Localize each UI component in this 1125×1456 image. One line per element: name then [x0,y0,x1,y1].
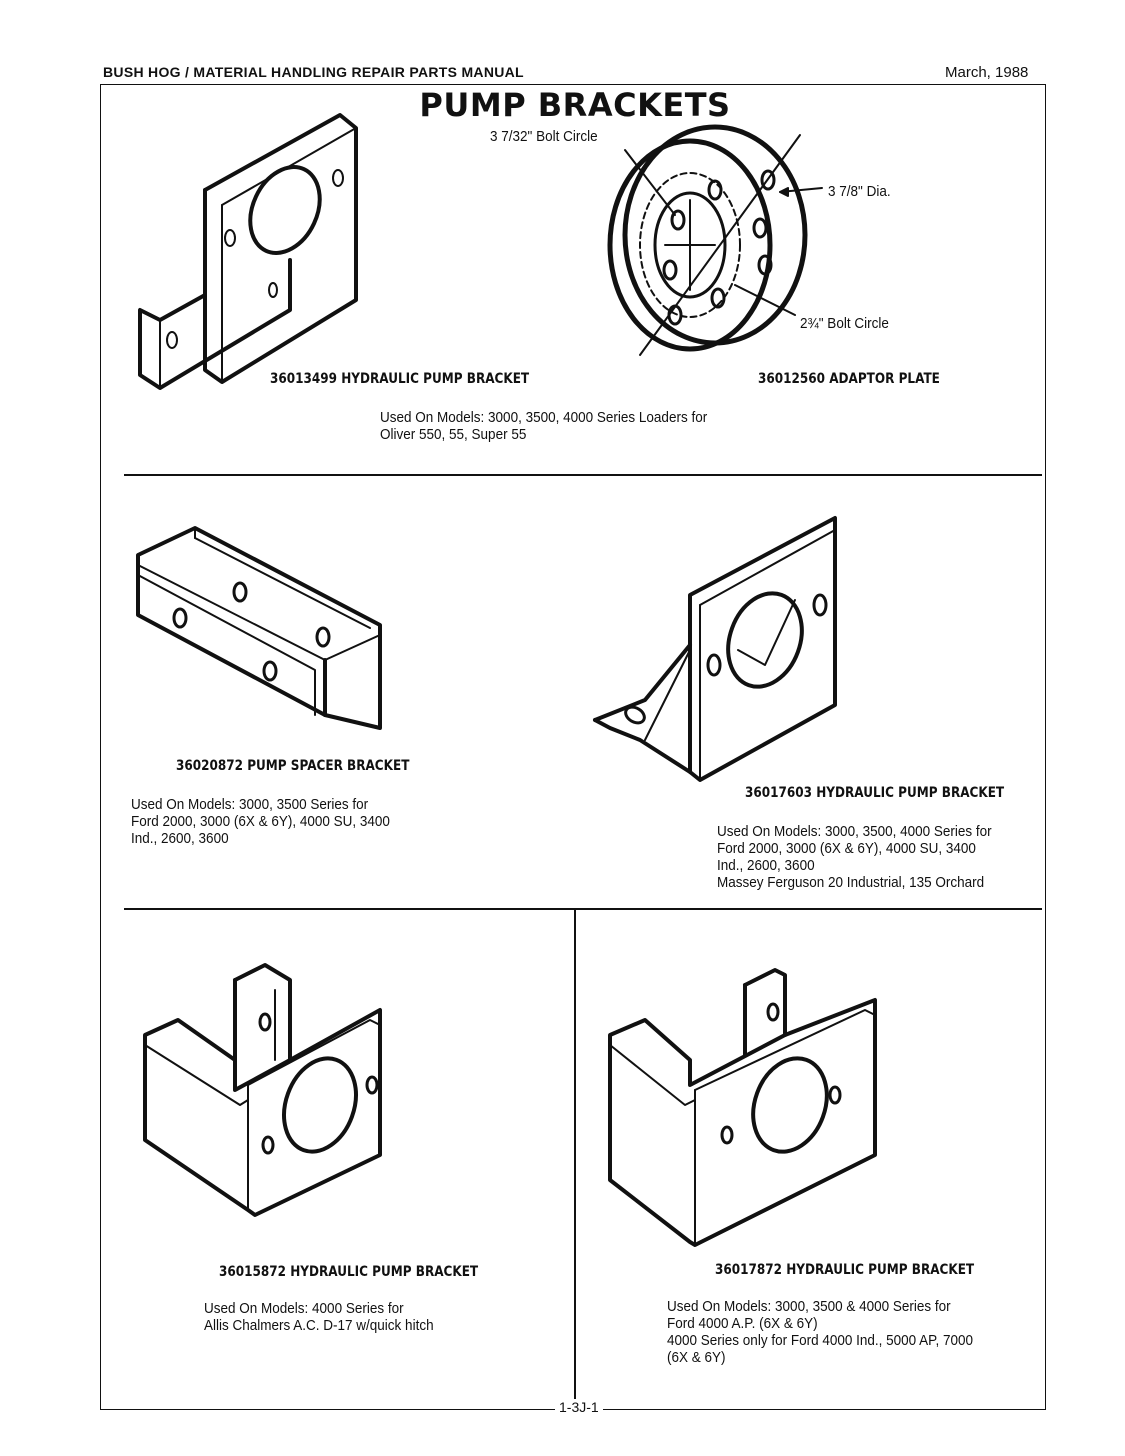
part-label-36012560: 36012560 ADAPTOR PLATE [758,371,940,387]
used-on-line: 4000 Series only for Ford 4000 Ind., 500… [667,1332,973,1349]
part-label-36017603: 36017603 HYDRAULIC PUMP BRACKET [745,785,1005,801]
used-on-line: Used On Models: 3000, 3500, 4000 Series … [380,409,708,426]
used-on-line: Used On Models: 3000, 3500 & 4000 Series… [667,1298,951,1315]
page-number: 1-3J-1 [555,1399,603,1415]
used-on-line: Ford 2000, 3000 (6X & 6Y), 4000 SU, 3400 [131,813,390,830]
top-used-on-text: Used On Models: 3000, 3500, 4000 Series … [380,409,707,443]
l-bracket-drawing [138,113,358,390]
used-on-line: Used On Models: 3000, 3500, 4000 Series … [717,823,992,840]
bolt-circle-callout-2: 2¾" Bolt Circle [800,315,889,332]
section-divider-vertical [574,908,576,1408]
manual-date: March, 1988 [945,64,1029,81]
u-bracket-drawing [608,968,877,1247]
spacer-bracket-drawing [136,526,382,730]
used-on-line: Used On Models: 3000, 3500 Series for [131,796,369,813]
used-on-line: Massey Ferguson 20 Industrial, 135 Orcha… [717,874,985,891]
page-title: PUMP BRACKETS [419,86,731,124]
section-divider-1 [124,474,1042,476]
u-bracket-drawing [143,963,382,1217]
used-on-line: Used On Models: 4000 Series for [204,1300,404,1317]
adaptor-plate-drawing [607,124,823,356]
used-on-line: Oliver 550, 55, Super 55 [380,426,527,443]
gusset-bracket-drawing [593,516,837,782]
diameter-callout: 3 7/8" Dia. [828,183,891,200]
used-on-line: Ford 2000, 3000 (6X & 6Y), 4000 SU, 3400 [717,840,976,857]
used-on-line: (6X & 6Y) [667,1349,726,1366]
used-on-36017872: Used On Models: 3000, 3500 & 4000 Series… [667,1298,973,1366]
used-on-line: Ford 4000 A.P. (6X & 6Y) [667,1315,818,1332]
used-on-36017603: Used On Models: 3000, 3500, 4000 Series … [717,823,992,891]
manual-title: BUSH HOG / MATERIAL HANDLING REPAIR PART… [103,64,524,80]
used-on-line: Ind., 2600, 3600 [717,857,815,874]
used-on-36015872: Used On Models: 4000 Series for Allis Ch… [204,1300,434,1334]
used-on-36020872: Used On Models: 3000, 3500 Series for Fo… [131,796,390,847]
part-label-36015872: 36015872 HYDRAULIC PUMP BRACKET [219,1264,479,1280]
part-label-36017872: 36017872 HYDRAULIC PUMP BRACKET [715,1262,975,1278]
part-label-36013499: 36013499 HYDRAULIC PUMP BRACKET [270,371,530,387]
used-on-line: Ind., 2600, 3600 [131,830,229,847]
bolt-circle-callout-1: 3 7/32" Bolt Circle [490,128,598,145]
part-label-36020872: 36020872 PUMP SPACER BRACKET [176,758,410,774]
section-divider-2 [124,908,1042,910]
used-on-line: Allis Chalmers A.C. D-17 w/quick hitch [204,1317,434,1334]
